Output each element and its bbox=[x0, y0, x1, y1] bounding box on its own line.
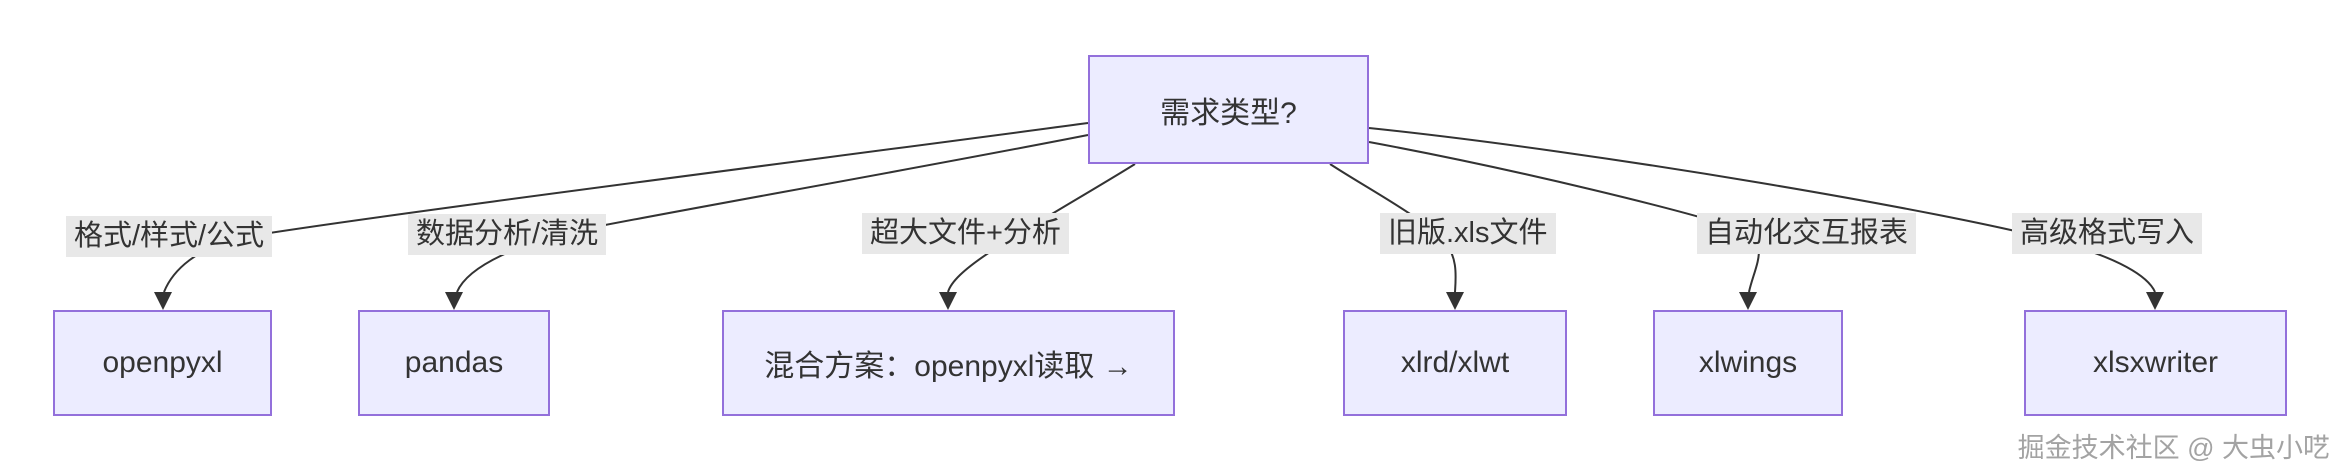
arrowhead-hybrid bbox=[939, 292, 957, 310]
arrowhead-pandas bbox=[445, 292, 463, 310]
edge-analysis-pandas bbox=[456, 134, 1089, 293]
node-xlrd-xlwt: xlrd/xlwt bbox=[1343, 310, 1567, 416]
watermark-credit: 掘金技术社区 @ 大虫小呓 bbox=[2017, 433, 2330, 463]
arrowhead-xlsxwriter bbox=[2146, 292, 2164, 310]
edge-label-oldxls: 旧版.xls文件 bbox=[1380, 213, 1556, 255]
edge-label-advanced: 高级格式写入 bbox=[2012, 213, 2203, 255]
arrowhead-xlwings bbox=[1739, 292, 1757, 310]
edge-label-interactive: 自动化交互报表 bbox=[1697, 213, 1917, 255]
edge-format-openpyxl bbox=[163, 122, 1089, 293]
node-xlwings: xlwings bbox=[1653, 310, 1843, 416]
arrowhead-xlrd bbox=[1446, 292, 1464, 310]
edge-label-analysis: 数据分析/清洗 bbox=[408, 214, 607, 256]
edge-label-bigfile: 超大文件+分析 bbox=[862, 213, 1069, 255]
node-xlsxwriter: xlsxwriter bbox=[2024, 310, 2287, 416]
edge-label-format: 格式/样式/公式 bbox=[66, 216, 273, 258]
arrowhead-openpyxl bbox=[154, 292, 172, 310]
node-root-question: 需求类型? bbox=[1088, 55, 1369, 164]
node-hybrid-solution: 混合方案：openpyxl读取 → bbox=[722, 310, 1175, 416]
edge-advanced-xlsxwriter bbox=[1368, 127, 2156, 293]
node-pandas: pandas bbox=[358, 310, 550, 416]
node-openpyxl: openpyxl bbox=[53, 310, 272, 416]
